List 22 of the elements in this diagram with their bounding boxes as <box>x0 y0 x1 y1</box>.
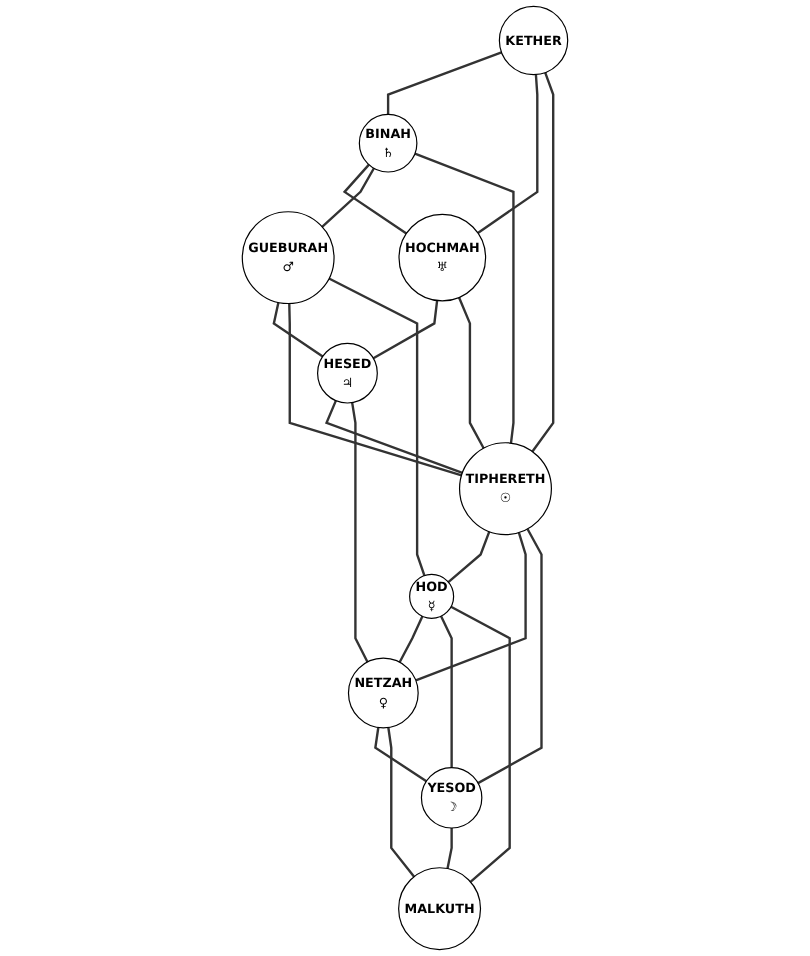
connector <box>374 727 428 783</box>
connector <box>321 167 375 228</box>
connector <box>324 400 463 474</box>
connector <box>328 277 426 576</box>
connector <box>414 152 515 444</box>
connector <box>446 828 453 869</box>
connector <box>351 402 369 663</box>
connector <box>457 297 485 449</box>
connector <box>440 615 453 768</box>
connector <box>272 302 324 358</box>
connector <box>531 72 555 453</box>
connector <box>288 303 462 477</box>
connector <box>450 605 511 883</box>
connector <box>415 532 527 682</box>
connector <box>398 615 424 663</box>
connector <box>387 727 416 878</box>
connector <box>342 163 408 235</box>
connector <box>386 51 502 115</box>
connector <box>477 528 543 785</box>
connector <box>477 74 539 234</box>
connector <box>447 531 491 583</box>
connector <box>372 300 439 360</box>
